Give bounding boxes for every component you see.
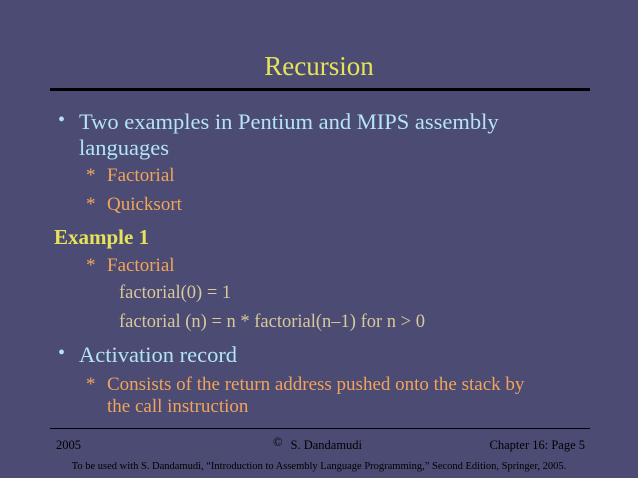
footer-year: 2005 bbox=[56, 438, 81, 452]
sub-bullet-text: Factorial bbox=[107, 165, 175, 186]
bullet-text: Two examples in Pentium and MIPS assembl… bbox=[79, 109, 499, 134]
bullet-marker: • bbox=[58, 342, 66, 364]
footer-page: Chapter 16: Page 5 bbox=[489, 438, 585, 452]
sub-bullet-text: Consists of the return address pushed on… bbox=[107, 374, 525, 395]
formula-line: factorial (n) = n * factorial(n–1) for n… bbox=[119, 312, 425, 332]
bullet-text: Activation record bbox=[79, 342, 238, 367]
sub-bullet-marker: * bbox=[86, 194, 96, 215]
sub-bullet-text: Quicksort bbox=[107, 194, 182, 215]
sub-bullet-marker: * bbox=[86, 165, 96, 186]
sub-bullet-text: Factorial bbox=[107, 255, 175, 276]
footer-author: © S. Dandamudi bbox=[273, 435, 363, 453]
example-heading: Example 1 bbox=[54, 225, 150, 249]
copyright-symbol: © bbox=[273, 435, 283, 449]
title-divider bbox=[50, 88, 590, 91]
bullet-marker: • bbox=[58, 109, 66, 131]
footer-divider bbox=[50, 428, 590, 429]
footer-author-name: S. Dandamudi bbox=[290, 438, 363, 452]
sub-bullet-marker: * bbox=[86, 374, 96, 395]
sub-bullet-marker: * bbox=[86, 255, 96, 276]
formula-line: factorial(0) = 1 bbox=[119, 283, 232, 303]
footer-note: To be used with S. Dandamudi, “Introduct… bbox=[71, 461, 567, 472]
slide-title: Recursion bbox=[264, 51, 374, 81]
sub-bullet-text-cont: the call instruction bbox=[107, 396, 249, 417]
bullet-text-cont: languages bbox=[79, 135, 169, 160]
